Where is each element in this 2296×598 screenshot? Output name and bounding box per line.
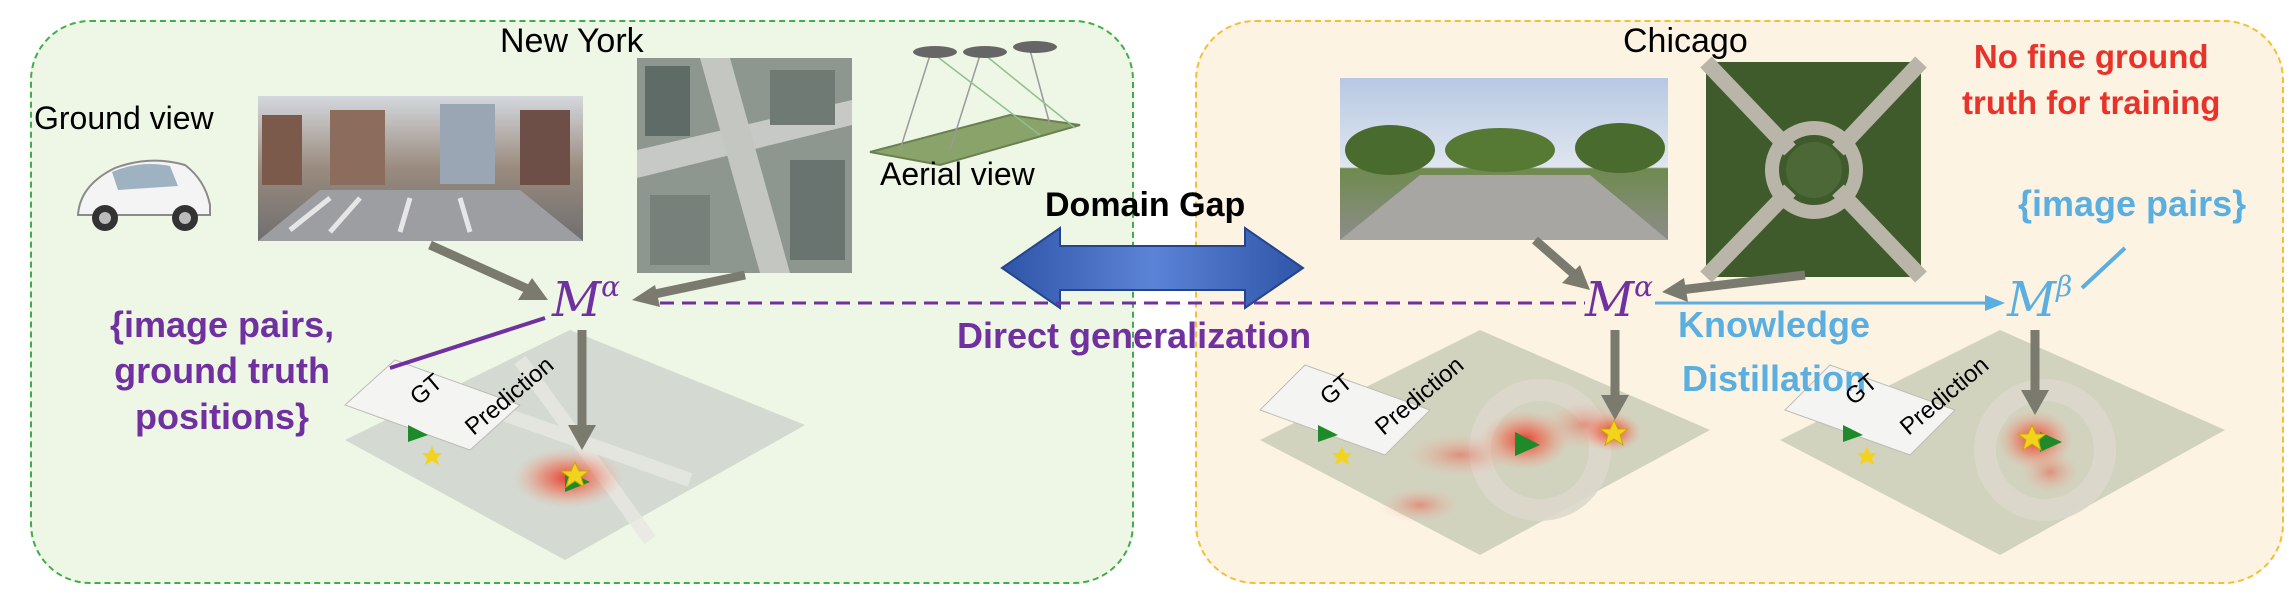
chicago-title: Chicago bbox=[1623, 22, 1748, 60]
distillation-line-1: Knowledge bbox=[1678, 304, 1871, 345]
image-pairs-connector bbox=[2080, 246, 2127, 290]
chicago-ground-image bbox=[1340, 78, 1668, 240]
chicago-teacher-map bbox=[1259, 330, 1710, 555]
prediction-marker-icon bbox=[422, 446, 1877, 465]
car-icon bbox=[76, 159, 211, 231]
supervision-connector bbox=[389, 316, 546, 370]
knowledge-distillation-label: Knowledge Distillation bbox=[1678, 298, 1870, 406]
new-york-prediction-map bbox=[344, 330, 805, 560]
gt-marker-icon bbox=[408, 425, 1863, 442]
supervision-line-1: {image pairs, bbox=[110, 304, 335, 345]
direct-generalization-label: Direct generalization bbox=[957, 315, 1312, 356]
flow-arrows bbox=[428, 236, 2049, 450]
chicago-aerial-image bbox=[1700, 56, 1927, 283]
new-york-ground-image bbox=[258, 96, 583, 241]
new-york-aerial-image bbox=[637, 58, 852, 273]
ground-view-label: Ground view bbox=[34, 100, 214, 136]
image-pairs-label: {image pairs} bbox=[2018, 183, 2247, 224]
new-york-title: New York bbox=[500, 22, 644, 60]
domain-gap-arrow bbox=[1000, 226, 1305, 310]
supervision-line-2: ground truth bbox=[114, 350, 331, 391]
distillation-line-2: Distillation bbox=[1682, 358, 1867, 399]
domain-gap-label: Domain Gap bbox=[1045, 186, 1246, 224]
model-alpha-right: Mα bbox=[1585, 270, 1654, 328]
heatmap-result-markers bbox=[559, 418, 2062, 492]
aerial-view-label: Aerial view bbox=[880, 156, 1035, 192]
no-gt-note-line-2: truth for training bbox=[1962, 84, 2221, 121]
model-beta: Mβ bbox=[2007, 270, 2073, 328]
no-gt-note: No fine ground truth for training bbox=[1962, 34, 2220, 126]
chicago-student-map bbox=[1780, 330, 2225, 555]
model-alpha-left: Mα bbox=[552, 270, 621, 328]
supervision-line-3: positions} bbox=[135, 396, 310, 437]
satellite-icon bbox=[869, 41, 1081, 167]
no-gt-note-line-1: No fine ground bbox=[1973, 38, 2209, 75]
supervision-label: {image pairs, ground truth positions} bbox=[110, 302, 334, 440]
knowledge-distillation-arrow bbox=[1655, 295, 2005, 311]
